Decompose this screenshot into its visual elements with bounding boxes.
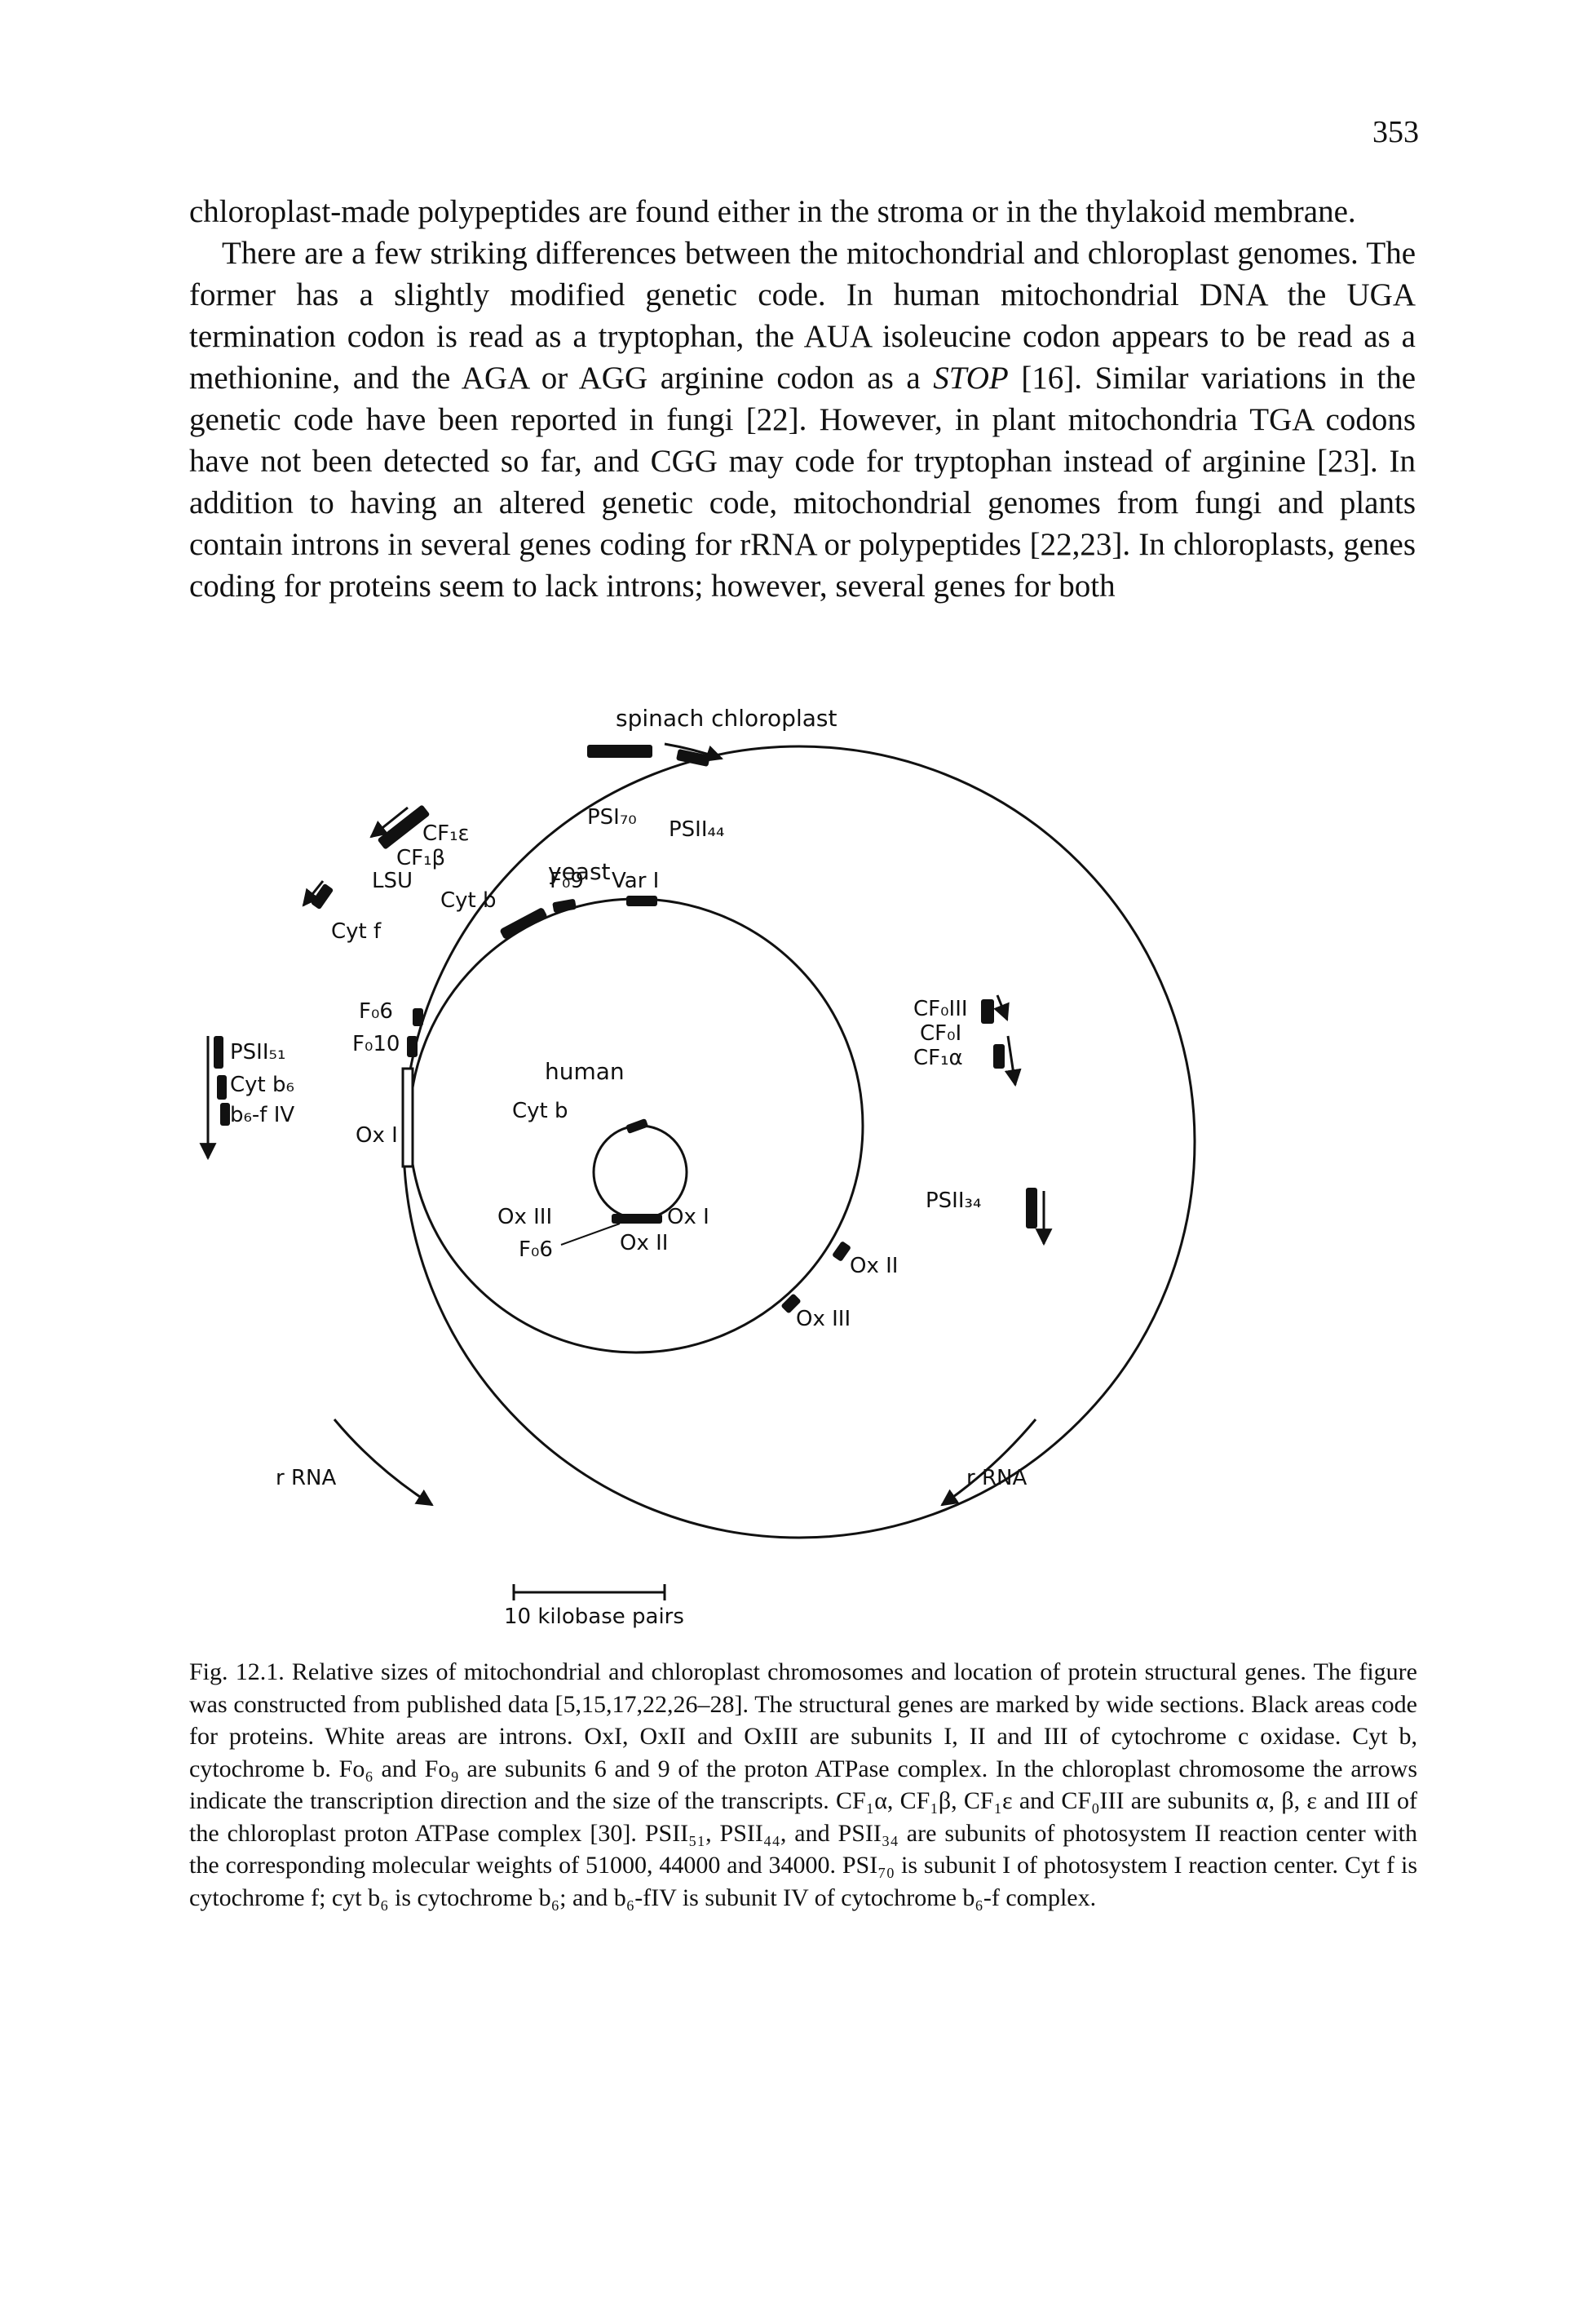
label-yeast-oxii: Ox II — [850, 1254, 898, 1278]
page-number: 353 — [1372, 115, 1419, 149]
label-cytf: Cyt f — [331, 919, 382, 944]
chloroplast-genes — [214, 745, 1037, 1228]
label-rrna-right: r RNA — [966, 1466, 1027, 1490]
figure-caption: Fig. 12.1. Relative sizes of mitochondri… — [189, 1656, 1417, 1914]
yeast-genes — [401, 896, 851, 1313]
human-cytb-gene — [625, 1118, 648, 1134]
yeast-cytb-gene — [500, 908, 547, 939]
label-human-cytb: Cyt b — [512, 1099, 568, 1123]
scale-label: 10 kilobase pairs — [504, 1605, 684, 1629]
paragraph-part-a: There are a few striking differences bet… — [189, 236, 1416, 396]
chloroplast-ring — [402, 745, 1196, 1539]
yeast-f010-gene — [407, 1036, 418, 1057]
cf1a-gene — [993, 1044, 1005, 1069]
yeast-var1-gene — [626, 896, 657, 906]
paragraph-continuation: chloroplast-made polypeptides are found … — [189, 194, 1356, 229]
figure-chromosome-maps: spinach chloroplast — [163, 702, 1435, 1631]
human-f06-leader — [560, 1223, 621, 1246]
human-ox-cluster — [612, 1214, 662, 1224]
cf0iii-gene — [981, 999, 994, 1024]
psii44-gene — [676, 749, 710, 767]
yeast-oxi-gene — [401, 1067, 414, 1168]
label-yeast-f06: F₀6 — [359, 999, 393, 1024]
arrow-psii44 — [664, 742, 723, 762]
label-yeast-oxi: Ox I — [356, 1123, 398, 1148]
arrow-cf1a — [1004, 1035, 1022, 1087]
label-yeast-f010: F₀10 — [352, 1032, 400, 1056]
label-cf1b: CF₁β — [396, 846, 445, 870]
cytf-gene — [311, 883, 334, 910]
yeast-oxiii-gene — [781, 1294, 801, 1313]
label-yeast-var1: Var I — [612, 869, 659, 893]
label-psii44: PSII₄₄ — [669, 817, 724, 842]
yeast-f09-gene — [552, 899, 577, 913]
arrow-cf0iii — [993, 994, 1010, 1021]
scale-bar — [512, 1584, 666, 1600]
cytb6-gene — [217, 1075, 227, 1100]
psii34-gene — [1026, 1188, 1037, 1228]
label-b6fiv: b₆-f IV — [230, 1103, 294, 1127]
label-cf0i: CF₀I — [920, 1021, 961, 1046]
label-human: human — [545, 1058, 625, 1085]
paragraph-genetic-code: There are a few striking differences bet… — [189, 232, 1416, 607]
yeast-oxii-gene — [833, 1242, 851, 1261]
stop-word: STOP — [933, 361, 1009, 396]
yeast-labels: yeast Cyt b F₀9 Var I F₀6 F₀10 Ox I Ox I… — [352, 858, 898, 1331]
arrow-rrna-left — [333, 1419, 434, 1507]
label-cf1e: CF₁ε — [422, 821, 470, 846]
arrow-cf1e — [369, 806, 409, 839]
transcript-arrows — [199, 742, 1053, 1507]
label-yeast-cytb: Cyt b — [440, 888, 497, 913]
figure-title: spinach chloroplast — [616, 705, 837, 732]
yeast-f06-gene — [413, 1008, 423, 1026]
b6fiv-gene — [220, 1103, 230, 1126]
label-rrna-left: r RNA — [276, 1466, 336, 1490]
human-genes — [612, 1118, 662, 1224]
body-text: chloroplast-made polypeptides are found … — [189, 191, 1416, 607]
chloroplast-labels: CF₁ε CF₁β LSU Cyt f PSI₇₀ PSII₄₄ CF₀III … — [230, 805, 1027, 1490]
caption-text: Relative sizes of mitochondrial and chlo… — [189, 1658, 1417, 1911]
human-labels: human Cyt b Ox III Ox I F₀6 Ox II — [497, 1058, 709, 1262]
psi70-gene — [587, 745, 652, 758]
label-psii51: PSII₅₁ — [230, 1040, 285, 1065]
label-psii34: PSII₃₄ — [926, 1189, 981, 1213]
label-lsu: LSU — [372, 869, 413, 893]
label-yeast: yeast — [548, 858, 611, 885]
label-psi70: PSI₇₀ — [587, 805, 637, 830]
label-human-oxiii: Ox III — [497, 1205, 552, 1229]
psii51-gene — [214, 1036, 223, 1069]
label-human-oxi: Ox I — [667, 1205, 709, 1229]
cfie-gene — [378, 805, 430, 849]
label-cf0iii: CF₀III — [913, 997, 968, 1021]
label-human-f06: F₀6 — [519, 1237, 553, 1262]
arrow-rrna-right — [940, 1419, 1037, 1507]
paragraph-part-b: [16]. Similar variations in the genetic … — [189, 361, 1416, 604]
label-cytb6: Cyt b₆ — [230, 1073, 294, 1097]
arrow-cytf — [302, 880, 325, 907]
label-yeast-oxiii: Ox III — [796, 1307, 851, 1331]
caption-label: Fig. 12.1. — [189, 1658, 285, 1685]
label-human-oxii: Ox II — [620, 1231, 668, 1255]
label-cf1a: CF₁α — [913, 1046, 963, 1070]
label-yeast-f09: F₀9 — [550, 869, 584, 893]
chromosome-map-diagram: spinach chloroplast — [199, 705, 1196, 1629]
